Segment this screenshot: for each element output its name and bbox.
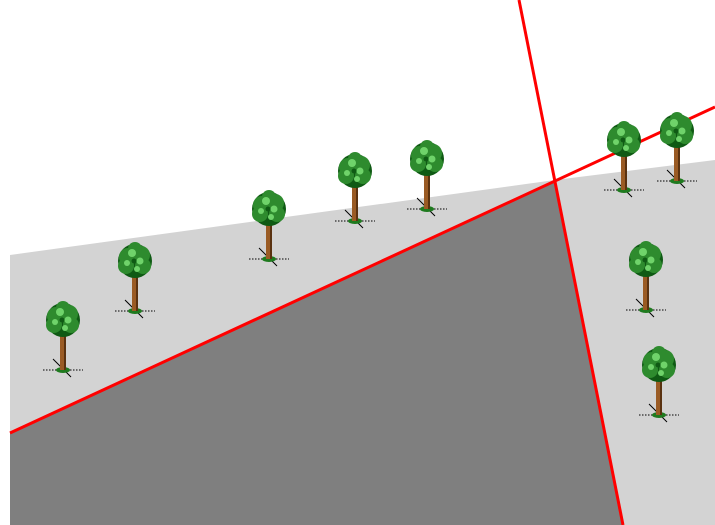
ground-plane-dark <box>10 181 623 525</box>
axis-line-b <box>517 0 625 525</box>
axis-line-a <box>9 105 715 435</box>
